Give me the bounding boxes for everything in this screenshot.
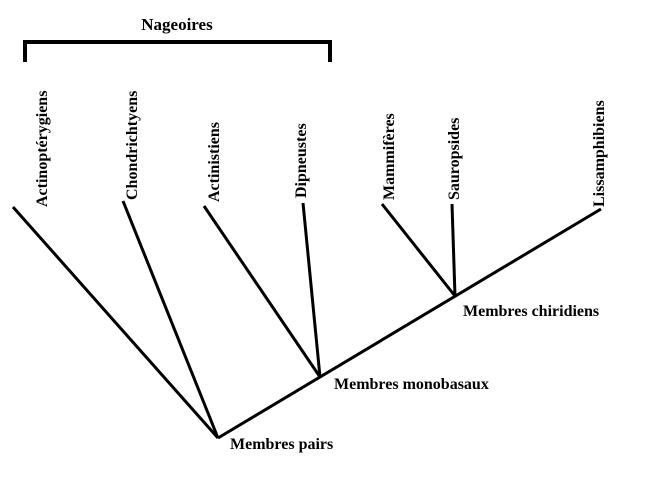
taxon-label-actinopterygiens: Actinoptérygiens (34, 91, 51, 207)
node-label-membres-monobasaux: Membres monobasaux (334, 376, 489, 393)
taxon-label-mammiferes: Mammifères (381, 113, 398, 200)
branch-actinistiens (202, 205, 322, 378)
nageoires-bracket (23, 40, 332, 62)
branch-actinopterygiens (11, 206, 220, 439)
taxon-label-actinistiens: Actinistiens (206, 122, 223, 202)
branch-mammiferes (380, 203, 457, 297)
branch-chondrichtyens (121, 200, 220, 439)
taxon-label-sauropsides: Sauropsides (446, 118, 463, 200)
taxon-label-lissamphibiens: Lissamphibiens (591, 100, 608, 207)
taxon-label-chondrichtyens: Chondrichtyens (124, 91, 141, 200)
node-label-membres-chiridiens: Membres chiridiens (463, 303, 599, 320)
branch-dipneustes (301, 202, 322, 378)
branch-sauropsides (450, 203, 457, 297)
bracket-label-nageoires: Nageoires (141, 15, 213, 34)
branch-main-diagonal-lissamphibiens (217, 207, 602, 440)
taxon-label-dipneustes: Dipneustes (293, 123, 310, 198)
node-label-membres-pairs: Membres pairs (230, 436, 333, 453)
